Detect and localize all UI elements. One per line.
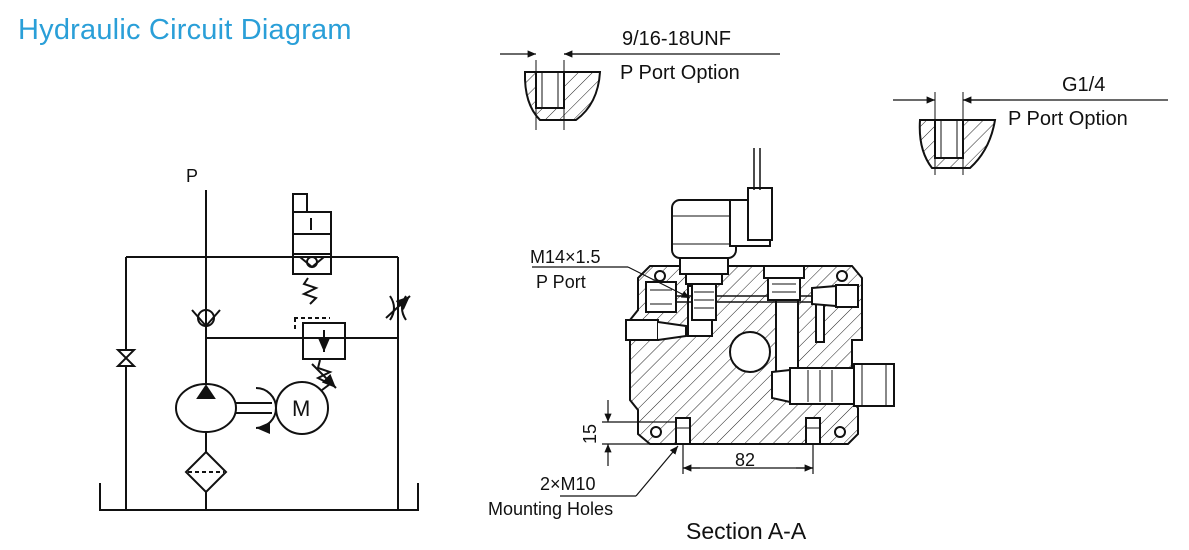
dimension-lines [532, 266, 814, 497]
p-port-label: P Port [536, 272, 586, 292]
motor-label: M [292, 396, 311, 421]
filter [184, 450, 228, 494]
section-caption: Section A-A [686, 518, 807, 544]
mount-thread-label: 2×M10 [540, 474, 596, 494]
motor [275, 381, 329, 435]
port-option-2-thread: G1/4 [1062, 74, 1106, 96]
tank [99, 483, 419, 511]
relief-valve [294, 317, 346, 391]
hydraulic-schematic [99, 190, 419, 511]
solenoid-coil [671, 148, 773, 321]
throttle-valve [385, 295, 411, 321]
schematic-port-p-label: P [186, 166, 199, 186]
port-option-1-thread: 9/16-18UNF [622, 28, 731, 50]
p-port-thread-label: M14×1.5 [530, 247, 601, 267]
port-option-1-label: P Port Option [620, 62, 740, 84]
port-option-2-detail [893, 92, 1168, 175]
pump [175, 383, 237, 433]
manual-valve [115, 349, 137, 367]
check-valve [191, 309, 221, 328]
dim-horizontal-label: 82 [735, 450, 756, 470]
page-title: Hydraulic Circuit Diagram [18, 14, 352, 46]
port-option-2-label: P Port Option [1008, 108, 1128, 130]
dim-vertical-label: 15 [580, 423, 600, 444]
port-option-1-detail [500, 50, 780, 130]
manifold-section [625, 148, 895, 445]
solenoid-valve [292, 193, 332, 305]
mounting-holes-label: Mounting Holes [488, 499, 614, 519]
